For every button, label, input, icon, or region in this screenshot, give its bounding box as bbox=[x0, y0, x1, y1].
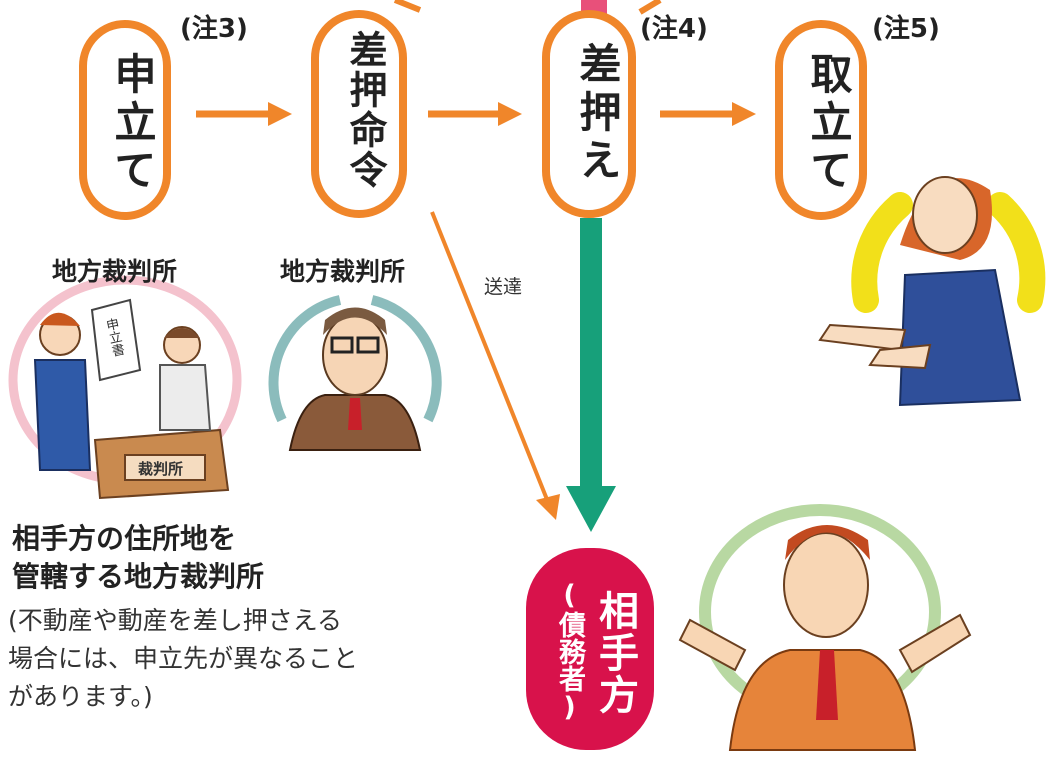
creditor-illustration bbox=[818, 176, 1046, 407]
note-line-3: があります。) bbox=[8, 682, 153, 711]
judge-illustration bbox=[268, 295, 442, 451]
step-1-label: 申立て bbox=[108, 52, 157, 196]
step-4-label: 取立て bbox=[804, 52, 853, 196]
step-pill-2 bbox=[311, 10, 407, 218]
debtor-illustration bbox=[678, 504, 972, 751]
step-pill-1 bbox=[79, 20, 171, 220]
green-down-arrow bbox=[566, 218, 616, 532]
court-label-2: 地方裁判所 bbox=[280, 257, 406, 286]
delivery-arrow bbox=[430, 211, 560, 520]
top-arrow-fragment-right bbox=[638, 0, 662, 15]
note-line-2: 場合には、申立先が異なること bbox=[8, 644, 359, 673]
step-1-note: (注3) bbox=[180, 14, 248, 44]
desk-sign-text: 裁判所 bbox=[138, 460, 184, 478]
jurisdiction-text: 相手方の住所地を 管轄する地方裁判所 bbox=[12, 520, 264, 596]
note-paragraph: (不動産や動産を差し押さえる 場合には、申立先が異なること があります。) bbox=[8, 602, 358, 716]
debtor-pill bbox=[526, 548, 654, 750]
step-pill-4 bbox=[775, 20, 867, 220]
arrow-2-3 bbox=[428, 102, 522, 126]
arrow-1-2 bbox=[196, 102, 292, 126]
step-pill-3 bbox=[542, 10, 636, 218]
jurisdiction-line-2: 管轄する地方裁判所 bbox=[12, 560, 265, 593]
step-3-note: (注4) bbox=[640, 14, 708, 44]
note-line-1: (不動産や動産を差し押さえる bbox=[8, 606, 343, 635]
arrow-3-4 bbox=[660, 102, 756, 126]
delivery-label: 送達 bbox=[484, 276, 523, 298]
top-arrow-fragment-left bbox=[393, 0, 422, 13]
step-2-label: 差押命令 bbox=[343, 30, 387, 190]
step-4-note: (注5) bbox=[872, 14, 940, 44]
step-3-label: 差押え bbox=[573, 42, 622, 186]
debtor-main-label: 相手方 bbox=[592, 590, 638, 716]
jurisdiction-line-1: 相手方の住所地を bbox=[12, 522, 237, 555]
debtor-sub-label: (債務者) bbox=[554, 580, 585, 723]
court-label-1: 地方裁判所 bbox=[52, 257, 178, 286]
court-counter-illustration bbox=[8, 275, 242, 500]
